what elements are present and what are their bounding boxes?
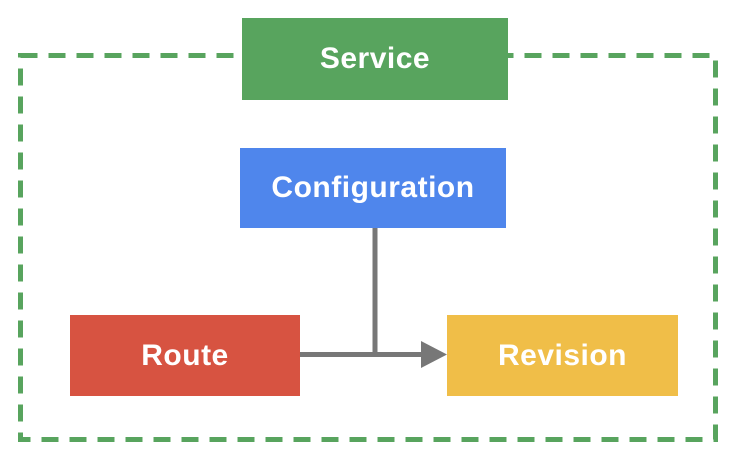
node-configuration: Configuration bbox=[240, 148, 506, 228]
node-revision-label: Revision bbox=[497, 338, 628, 372]
node-service: Service bbox=[242, 18, 508, 100]
node-service-label: Service bbox=[319, 42, 431, 75]
node-route: Route bbox=[70, 315, 300, 396]
node-configuration-label: Configuration bbox=[271, 171, 475, 204]
arrowhead-into-revision-icon bbox=[421, 341, 447, 368]
node-revision: Revision bbox=[447, 315, 678, 396]
node-route-label: Route bbox=[141, 338, 229, 372]
